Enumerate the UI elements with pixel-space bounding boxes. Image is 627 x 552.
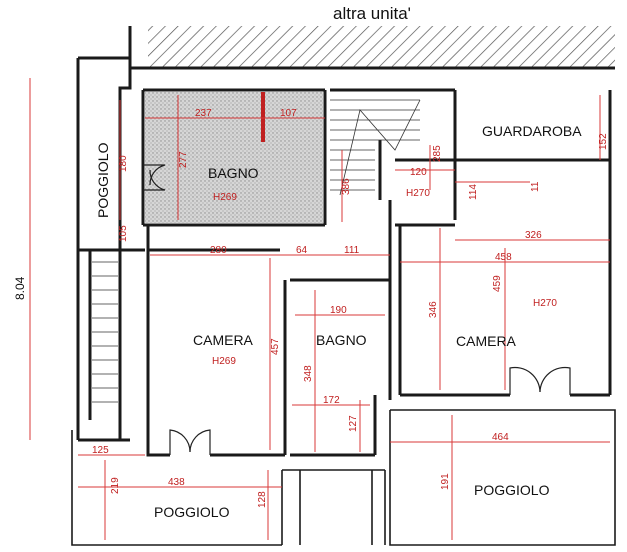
bagno-tile (145, 92, 323, 223)
bagno-top-height: H269 (213, 192, 237, 203)
dim-190: 190 (330, 305, 347, 316)
dim-114: 114 (468, 184, 479, 200)
dim-11: 11 (530, 181, 541, 192)
dim-280: 280 (210, 245, 227, 256)
dim-219: 219 (110, 477, 121, 494)
left-stair (92, 261, 118, 403)
room-poggiolo-bottom-left: POGGIOLO (154, 504, 230, 520)
room-bagno-mid: BAGNO (316, 332, 367, 348)
dim-120: 120 (410, 167, 427, 178)
room-poggiolo-left: POGGIOLO (95, 142, 111, 218)
dim-285: 285 (432, 145, 443, 162)
dim-458: 458 (495, 252, 512, 263)
room-camera-left: CAMERA (193, 332, 254, 348)
dim-277: 277 (178, 151, 189, 168)
dim-111: 111 (344, 245, 360, 256)
dim-64: 64 (296, 245, 308, 256)
dim-464: 464 (492, 432, 509, 443)
staircase (330, 99, 421, 196)
dim-438: 438 (168, 477, 185, 488)
dim-459: 459 (492, 275, 503, 292)
dim-457: 457 (270, 338, 281, 355)
walls (71, 26, 616, 546)
dim-107: 107 (280, 108, 297, 119)
dimension-labels: 237 107 180 277 105 386 120 285 114 11 1… (92, 108, 609, 508)
room-labels: POGGIOLO BAGNO H269 GUARDAROBA H270 CAME… (95, 123, 582, 520)
dimension-lines (78, 95, 610, 540)
dim-326: 326 (525, 230, 542, 241)
camera-right-height: H270 (533, 298, 557, 309)
dim-346: 346 (428, 301, 439, 318)
room-poggiolo-bottom-right: POGGIOLO (474, 482, 550, 498)
room-guardaroba: GUARDAROBA (482, 123, 582, 139)
dim-125: 125 (92, 445, 109, 456)
adjacent-unit-hatch (148, 26, 615, 68)
dim-191: 191 (440, 473, 451, 490)
dim-348: 348 (303, 365, 314, 382)
dim-152: 152 (598, 133, 609, 150)
dim-237: 237 (195, 108, 212, 119)
dim-172: 172 (323, 395, 340, 406)
stair-height: H270 (406, 188, 430, 199)
total-dim: 8.04 (13, 276, 27, 300)
adjacent-unit-label: altra unita' (333, 4, 411, 23)
dim-105: 105 (118, 225, 129, 242)
dim-127: 127 (348, 415, 359, 432)
dim-128: 128 (257, 491, 268, 508)
doors (143, 164, 571, 455)
dim-180: 180 (118, 155, 129, 172)
room-bagno-top: BAGNO (208, 165, 259, 181)
dim-386: 386 (341, 178, 352, 195)
camera-left-height: H269 (212, 356, 236, 367)
room-camera-right: CAMERA (456, 333, 517, 349)
